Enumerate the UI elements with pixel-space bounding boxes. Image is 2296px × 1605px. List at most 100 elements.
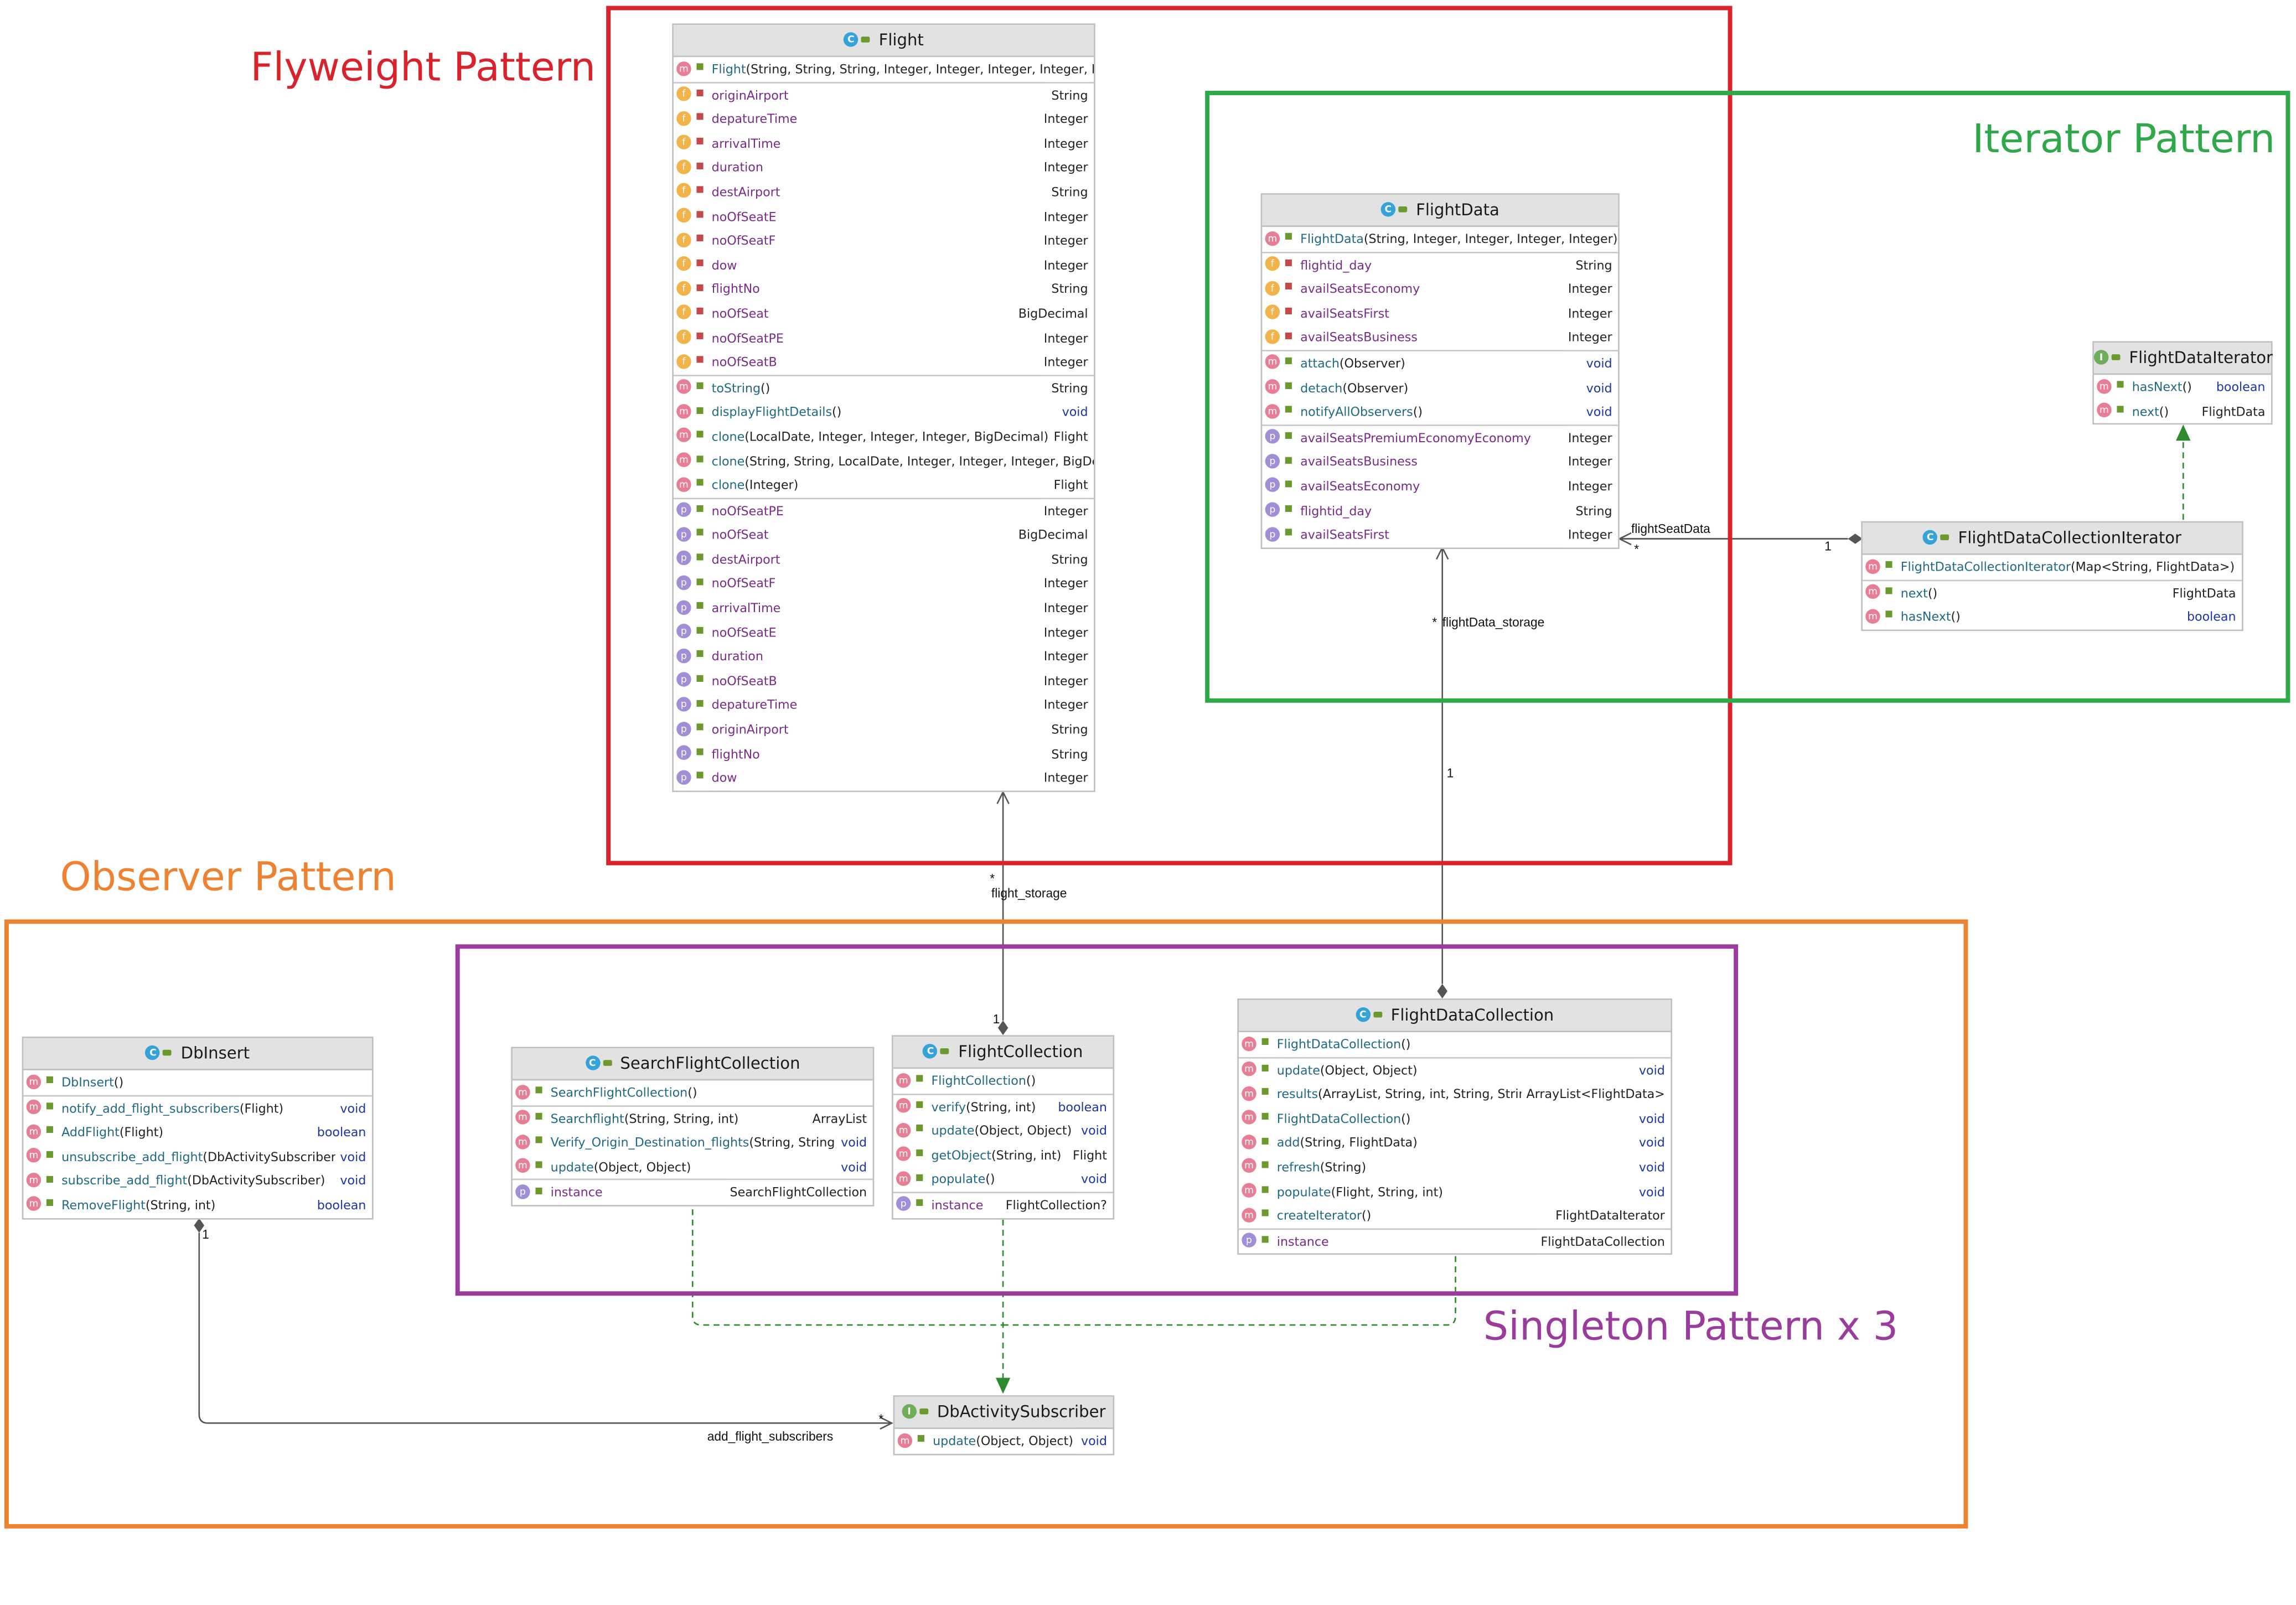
member-method[interactable]: m■populate(Flight, String, int)void xyxy=(1239,1179,1671,1204)
member-method[interactable]: m■refresh(String)void xyxy=(1239,1155,1671,1180)
member-method[interactable]: m■FlightCollection() xyxy=(893,1069,1113,1093)
member-method[interactable]: m■RemoveFlight(String, int)boolean xyxy=(23,1193,372,1218)
member-params: () xyxy=(1951,609,1961,624)
visibility-icon: ■ xyxy=(534,1085,543,1096)
member-method[interactable]: m■add(String, FlightData)void xyxy=(1239,1131,1671,1156)
member-method[interactable]: m■hasNext()boolean xyxy=(1863,605,2242,629)
member-method[interactable]: m■displayFlightDetails()void xyxy=(674,400,1094,424)
member-method[interactable]: m■clone(LocalDate, Integer, Integer, Int… xyxy=(674,424,1094,449)
member-method[interactable]: m■notifyAllObservers()void xyxy=(1262,400,1618,424)
member-method[interactable]: m■DbInsert() xyxy=(23,1070,372,1095)
member-method[interactable]: m■clone(Integer)Flight xyxy=(674,473,1094,498)
member-method[interactable]: m■update(Object, Object)void xyxy=(513,1154,873,1179)
member-method[interactable]: m■attach(Observer)void xyxy=(1262,351,1618,376)
member-method[interactable]: m■AddFlight(Flight)boolean xyxy=(23,1120,372,1145)
class-icon: C xyxy=(1922,530,1938,545)
member-method[interactable]: m■Flight(String, String, String, Integer… xyxy=(674,57,1094,81)
member-method[interactable]: m■notify_add_flight_subscribers(Flight)v… xyxy=(23,1096,372,1121)
member-method[interactable]: m■next()FlightData xyxy=(2094,399,2271,424)
member-method[interactable]: m■update(Object, Object)void xyxy=(894,1428,1113,1453)
method-icon: m xyxy=(1865,584,1880,599)
member-method[interactable]: m■hasNext()boolean xyxy=(2094,375,2271,400)
member-method[interactable]: m■FlightData(String, Integer, Integer, I… xyxy=(1262,227,1618,251)
member-type: Integer xyxy=(1039,131,1088,156)
member-method[interactable]: m■detach(Observer)void xyxy=(1262,375,1618,400)
member-name: update xyxy=(933,1433,976,1448)
member-method[interactable]: m■verify(String, int)boolean xyxy=(893,1094,1113,1119)
member-method[interactable]: m■update(Object, Object)void xyxy=(893,1119,1113,1143)
member-method[interactable]: m■clone(String, String, LocalDate, Integ… xyxy=(674,449,1094,473)
member-method[interactable]: m■results(ArrayList, String, int, String… xyxy=(1239,1082,1671,1107)
member-method[interactable]: m■getObject(String, int)Flight xyxy=(893,1143,1113,1168)
member-method[interactable]: m■FlightDataCollection() xyxy=(1239,1032,1671,1057)
member-method[interactable]: m■Verify_Origin_Destination_flights(Stri… xyxy=(513,1130,873,1155)
member-method[interactable]: m■unsubscribe_add_flight(DbActivitySubsc… xyxy=(23,1145,372,1169)
property-icon: p xyxy=(1265,453,1280,469)
member-method[interactable]: m■toString()String xyxy=(674,376,1094,401)
member-method[interactable]: m■subscribe_add_flight(DbActivitySubscri… xyxy=(23,1169,372,1193)
member-method[interactable]: m■createIterator()FlightDataIterator xyxy=(1239,1203,1671,1228)
member-method[interactable]: m■next()FlightData xyxy=(1863,581,2242,605)
member-method[interactable]: m■FlightDataCollectionIterator(Map<Strin… xyxy=(1863,555,2242,579)
member-method[interactable]: m■SearchFlightCollection() xyxy=(513,1080,873,1105)
member-method[interactable]: m■FlightDataCollection()void xyxy=(1239,1106,1671,1131)
member-method[interactable]: m■populate()void xyxy=(893,1167,1113,1192)
member-method[interactable]: m■Searchflight(String, String, int)Array… xyxy=(513,1106,873,1131)
member-method[interactable]: m■update(Object, Object)void xyxy=(1239,1058,1671,1083)
